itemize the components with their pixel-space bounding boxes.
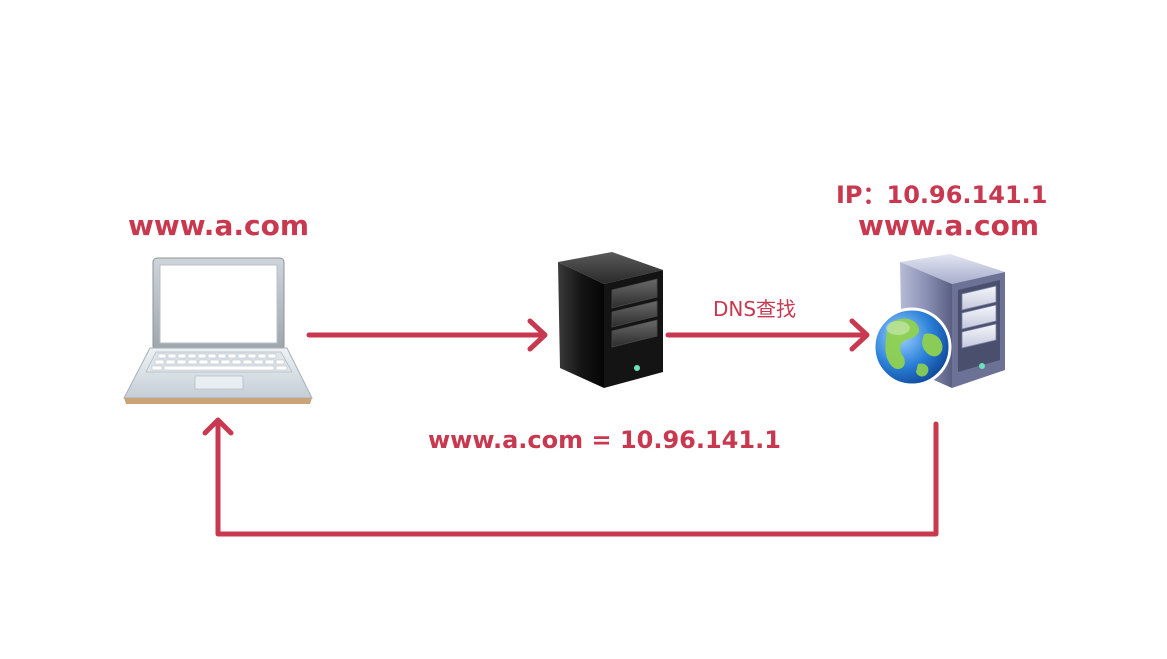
dns-lookup-label: DNS查找 [713,297,797,321]
response-arrow [202,417,939,537]
request-arrow [306,318,548,352]
resolution-result-label: www.a.com = 10.96.141.1 [428,426,781,454]
client-domain-label: www.a.com [128,209,309,242]
dns-lookup-arrow [665,318,870,352]
laptop-icon [123,257,313,404]
web-server-domain-label: www.a.com [858,209,1039,242]
web-server-ip-label: IP：10.96.141.1 [836,181,1048,209]
globe-icon [872,307,952,387]
dns-server-icon [558,252,663,388]
